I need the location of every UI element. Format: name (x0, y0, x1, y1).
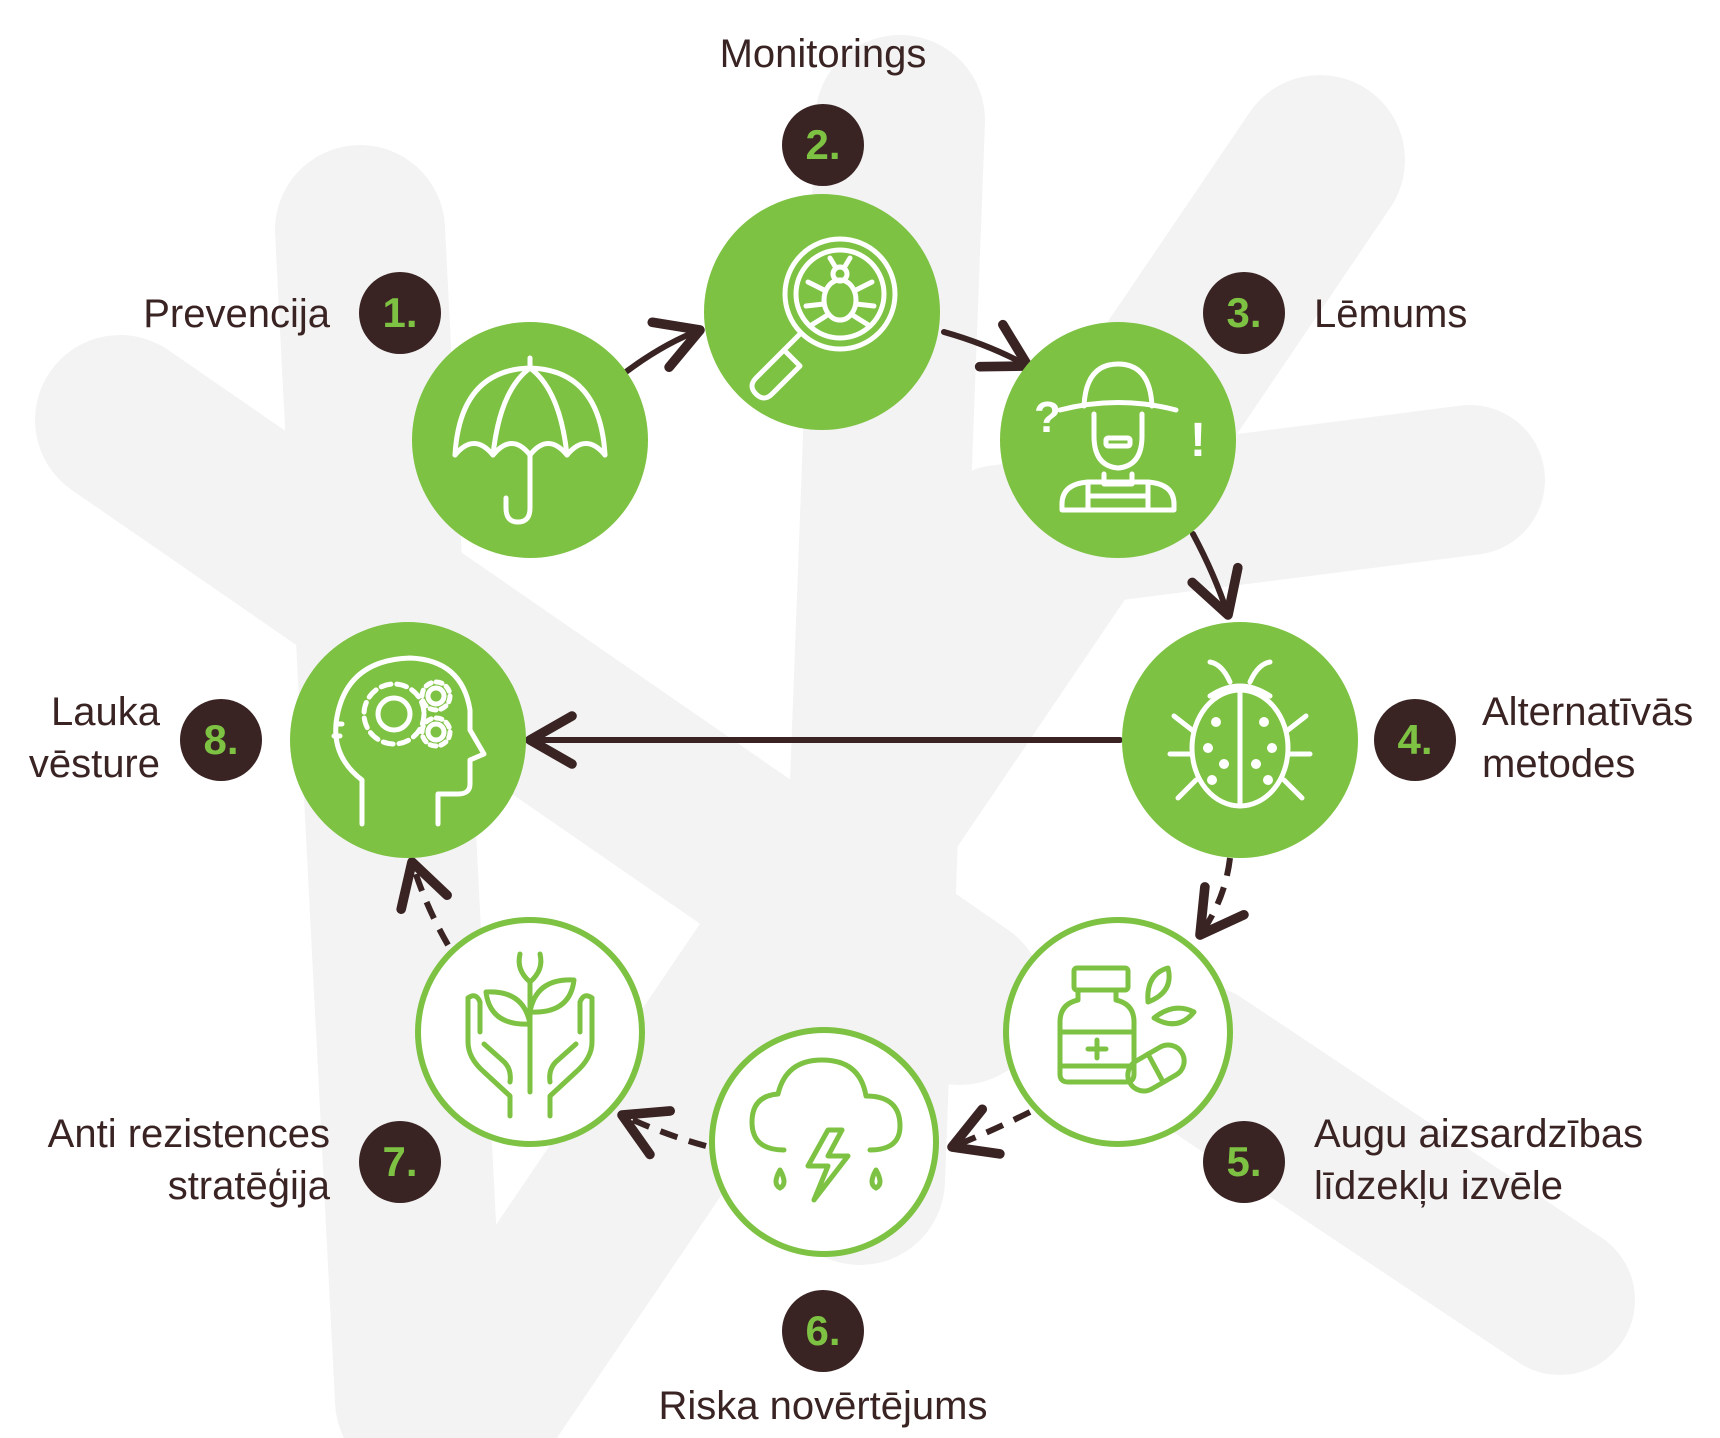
head-gears-icon (331, 655, 487, 827)
step-8-circle (290, 622, 526, 858)
step-4-number-badge: 4. (1374, 699, 1456, 781)
arrow-3-to-4 (1187, 531, 1243, 620)
step-1-label: Prevencija (143, 292, 330, 336)
ladybug-dots (1203, 717, 1277, 785)
step-1-circle (412, 322, 648, 558)
step-5-number-badge: 5. (1203, 1121, 1285, 1203)
step-6-label: Riska novērtējums (658, 1384, 988, 1428)
question-mark-icon: ? (1034, 393, 1061, 442)
step-8-number-badge: 8. (180, 699, 262, 781)
step-8-label: Lauka vēsture (28, 690, 160, 786)
step-3-number-badge: 3. (1203, 272, 1285, 354)
arrow-4-to-5 (1195, 857, 1249, 940)
step-7-label: Anti rezistences stratēģija (47, 1112, 330, 1208)
step-3-circle: ? ! (1000, 322, 1236, 558)
step-6-number-badge: 6. (782, 1290, 864, 1372)
step-1-number-badge: 1. (359, 272, 441, 354)
step-4-circle (1122, 622, 1358, 858)
step-2-number-badge: 2. (782, 104, 864, 186)
arrow-2-to-3 (941, 319, 1033, 372)
hands-plant-icon (465, 951, 595, 1119)
magnifier-bug-icon (749, 236, 898, 401)
arrow-5-to-6 (947, 1104, 1032, 1159)
step-5-label: Augu aizsardzības līdzekļu izvēle (1314, 1112, 1644, 1208)
step-2-label: Monitorings (719, 32, 927, 76)
step-4-label: Alternatīvās metodes (1482, 690, 1694, 786)
arrow-7-to-8 (396, 857, 452, 947)
step-7-circle (415, 917, 645, 1147)
medicine-bottle-icon (1057, 965, 1197, 1094)
arrow-1-to-2 (615, 317, 705, 381)
umbrella-icon (452, 355, 608, 525)
step-2-circle (704, 194, 940, 430)
step-3-label: Lēmums (1314, 292, 1468, 336)
step-7-number-badge: 7. (359, 1121, 441, 1203)
step-6-circle (709, 1027, 939, 1257)
farmer-icon (1057, 361, 1179, 513)
arrow-6-to-7 (617, 1106, 707, 1160)
ladybug-icon (1167, 659, 1313, 809)
exclamation-mark-icon: ! (1190, 414, 1206, 467)
step-5-circle (1003, 917, 1233, 1147)
storm-cloud-icon (749, 1057, 903, 1203)
